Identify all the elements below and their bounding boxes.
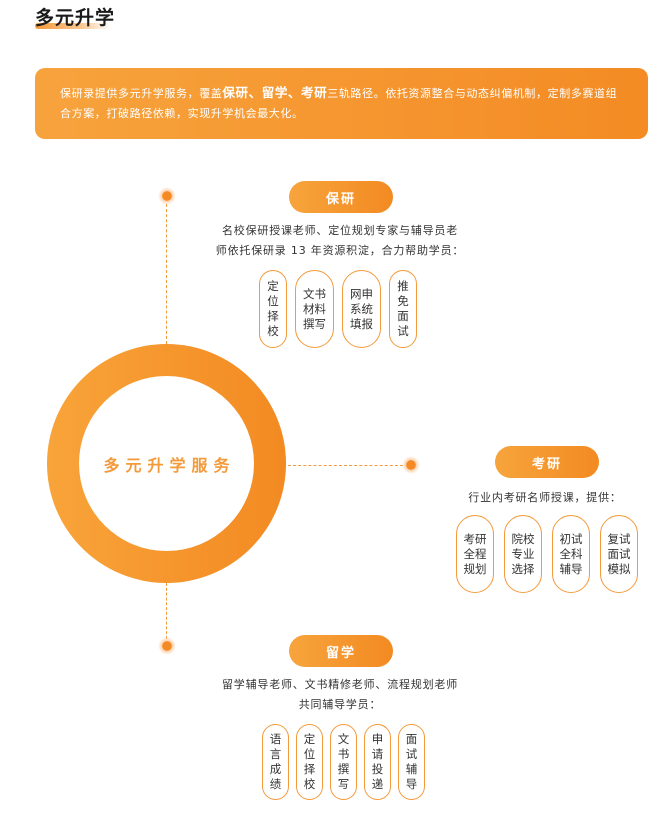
- baoyan-card: 推免面试: [389, 270, 417, 348]
- section-title-block: 多元升学: [35, 3, 115, 30]
- node-dot-icon: [402, 456, 420, 474]
- page-title: 多元升学: [35, 7, 116, 29]
- baoyan-card: 文书材料撰写: [295, 270, 334, 348]
- liuxue-card: 面试辅导: [398, 724, 425, 800]
- intro-text: 保研录提供多元升学服务，覆盖: [60, 87, 223, 100]
- baoyan-pill: 保研: [289, 181, 393, 213]
- liuxue-description: 留学辅导老师、文书精修老师、流程规划老师 共同辅导学员：: [195, 675, 485, 715]
- center-label: 多元升学服务: [103, 455, 236, 475]
- baoyan-card: 定位择校: [259, 270, 287, 348]
- connector-line-top: [166, 204, 167, 344]
- connector-line-right: [288, 465, 403, 466]
- baoyan-card: 网申系统填报: [342, 270, 381, 348]
- kaoyan-card: 考研全程规划: [456, 515, 494, 593]
- title-underline: [35, 23, 111, 29]
- intro-highlight-kaoyan: 考研: [301, 85, 328, 100]
- liuxue-desc-line: 留学辅导老师、文书精修老师、流程规划老师: [222, 678, 458, 691]
- kaoyan-card: 初试全科辅导: [552, 515, 590, 593]
- baoyan-description: 名校保研授课老师、定位规划专家与辅导员老 师依托保研录 13 年资源积淀，合力帮…: [195, 221, 485, 261]
- intro-highlight-baoyan: 保研: [222, 85, 249, 100]
- intro-separator: 、: [287, 85, 302, 100]
- baoyan-desc-line: 师依托保研录 13 年资源积淀，合力帮助学员：: [215, 244, 465, 257]
- intro-highlight-liuxue: 留学: [261, 85, 288, 100]
- liuxue-card: 文书撰写: [330, 724, 357, 800]
- baoyan-desc-line: 名校保研授课老师、定位规划专家与辅导员老: [222, 224, 458, 237]
- liuxue-cards: 语言成绩 定位择校 文书撰写 申请投递 面试辅导: [262, 724, 425, 800]
- intro-separator: 、: [248, 85, 262, 100]
- center-ring: 多元升学服务: [47, 344, 286, 583]
- kaoyan-card: 复试面试模拟: [600, 515, 638, 593]
- liuxue-card: 定位择校: [296, 724, 323, 800]
- liuxue-pill: 留学: [289, 635, 393, 667]
- center-ring-inner: 多元升学服务: [79, 376, 254, 551]
- kaoyan-cards: 考研全程规划 院校专业选择 初试全科辅导 复试面试模拟: [456, 515, 638, 593]
- liuxue-card: 申请投递: [364, 724, 391, 800]
- liuxue-card: 语言成绩: [262, 724, 289, 800]
- liuxue-desc-line: 共同辅导学员：: [298, 698, 382, 711]
- baoyan-cards: 定位择校 文书材料撰写 网申系统填报 推免面试: [259, 270, 417, 348]
- node-dot-icon: [158, 637, 176, 655]
- kaoyan-desc-line: 行业内考研名师授课，提供：: [468, 491, 622, 504]
- kaoyan-description: 行业内考研名师授课，提供：: [455, 488, 635, 508]
- kaoyan-card: 院校专业选择: [504, 515, 542, 593]
- connector-line-bottom: [166, 583, 167, 639]
- intro-text: 三轨路径。依托资源整合与动态纠偏机制，定制多赛道组合方案，打破路径依赖，实现升学…: [60, 87, 618, 120]
- node-dot-icon: [158, 187, 176, 205]
- kaoyan-pill: 考研: [495, 446, 599, 478]
- intro-banner: 保研录提供多元升学服务，覆盖保研、留学、考研三轨路径。依托资源整合与动态纠偏机制…: [35, 68, 648, 139]
